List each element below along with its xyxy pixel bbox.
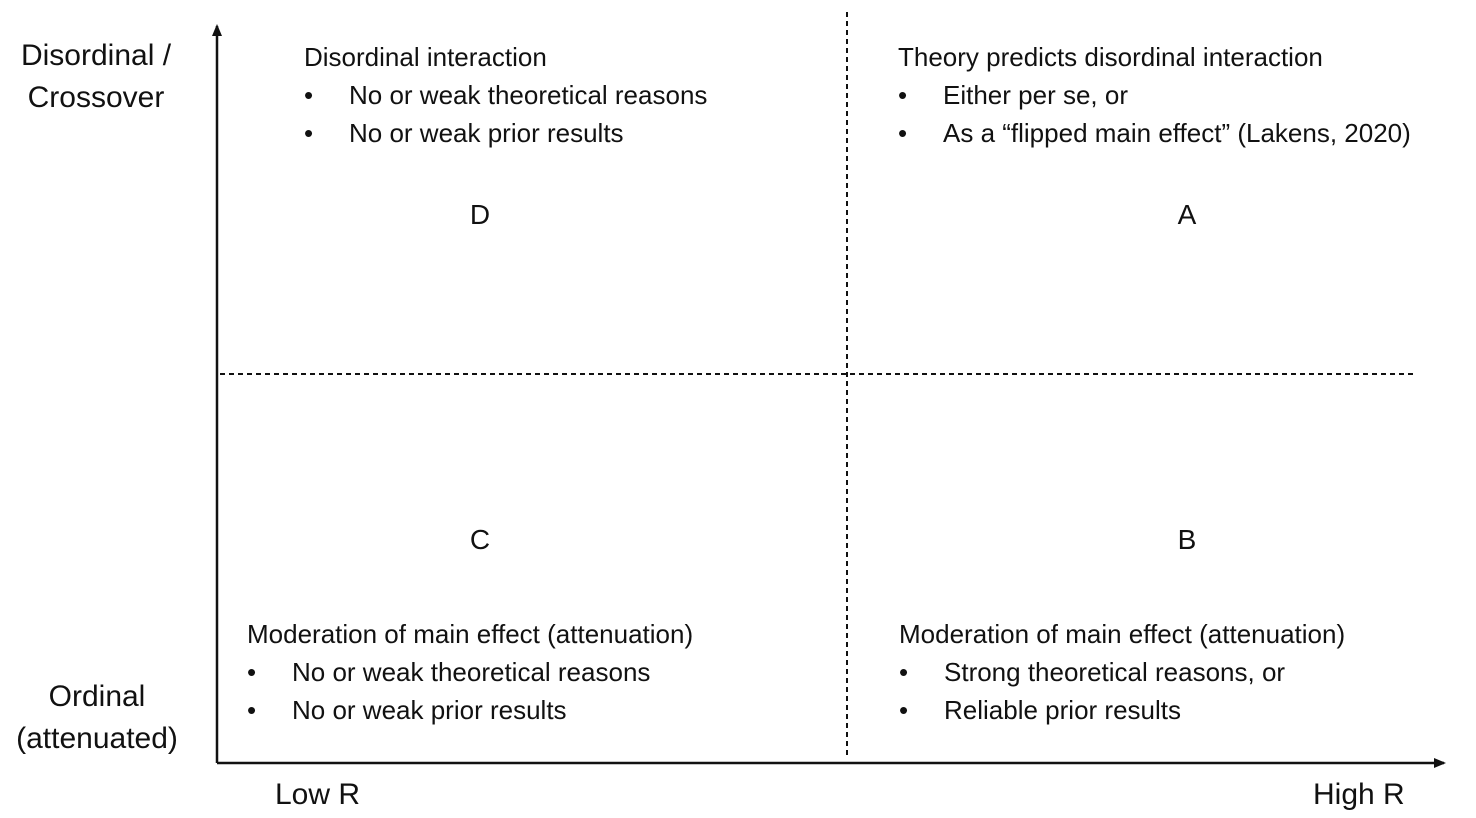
- quadrant-b-bullet: Reliable prior results: [899, 691, 1345, 729]
- quadrant-c-bullet: No or weak theoretical reasons: [247, 653, 693, 691]
- quadrant-c-letter: C: [469, 524, 491, 555]
- x-axis-right-label: High R: [1313, 778, 1405, 811]
- quadrant-c-text: Moderation of main effect (attenuation) …: [247, 615, 693, 729]
- quadrant-c-title: Moderation of main effect (attenuation): [247, 619, 694, 649]
- quadrant-b-letter: B: [1177, 524, 1197, 555]
- quadrant-a-bullets: Either per se, or As a “flipped main eff…: [898, 76, 1411, 152]
- quadrant-b-text: Moderation of main effect (attenuation) …: [899, 615, 1345, 729]
- quadrant-d-bullet: No or weak prior results: [304, 114, 707, 152]
- quadrant-d-text: Disordinal interaction No or weak theore…: [304, 38, 707, 152]
- quadrant-d-letter: D: [469, 199, 491, 230]
- quadrant-a-bullet: Either per se, or: [898, 76, 1411, 114]
- quadrant-d-bullets: No or weak theoretical reasons No or wea…: [304, 76, 707, 152]
- quadrant-d-title: Disordinal interaction: [304, 42, 547, 72]
- quadrant-a-title: Theory predicts disordinal interaction: [898, 42, 1323, 72]
- y-axis-bottom-label-line1: Ordinal: [48, 680, 146, 713]
- x-axis-left-label: Low R: [275, 778, 361, 811]
- y-axis-bottom-label-line2: (attenuated): [16, 722, 178, 755]
- y-axis-top-label: Disordinal / Crossover: [6, 35, 186, 119]
- quadrant-c-bullets: No or weak theoretical reasons No or wea…: [247, 653, 693, 729]
- y-axis-top-label-line1: Disordinal /: [20, 39, 172, 72]
- quadrant-b-bullets: Strong theoretical reasons, or Reliable …: [899, 653, 1345, 729]
- quadrant-c-bullet: No or weak prior results: [247, 691, 693, 729]
- quadrant-b-title: Moderation of main effect (attenuation): [899, 619, 1346, 649]
- y-axis-top-label-line2: Crossover: [27, 81, 165, 114]
- quadrant-d-bullet: No or weak theoretical reasons: [304, 76, 707, 114]
- quadrant-a-text: Theory predicts disordinal interaction E…: [898, 38, 1411, 152]
- quadrant-a-letter: A: [1177, 199, 1197, 230]
- y-axis-bottom-label: Ordinal (attenuated): [2, 676, 192, 760]
- quadrant-b-bullet: Strong theoretical reasons, or: [899, 653, 1345, 691]
- quadrant-a-bullet: As a “flipped main effect” (Lakens, 2020…: [898, 114, 1411, 152]
